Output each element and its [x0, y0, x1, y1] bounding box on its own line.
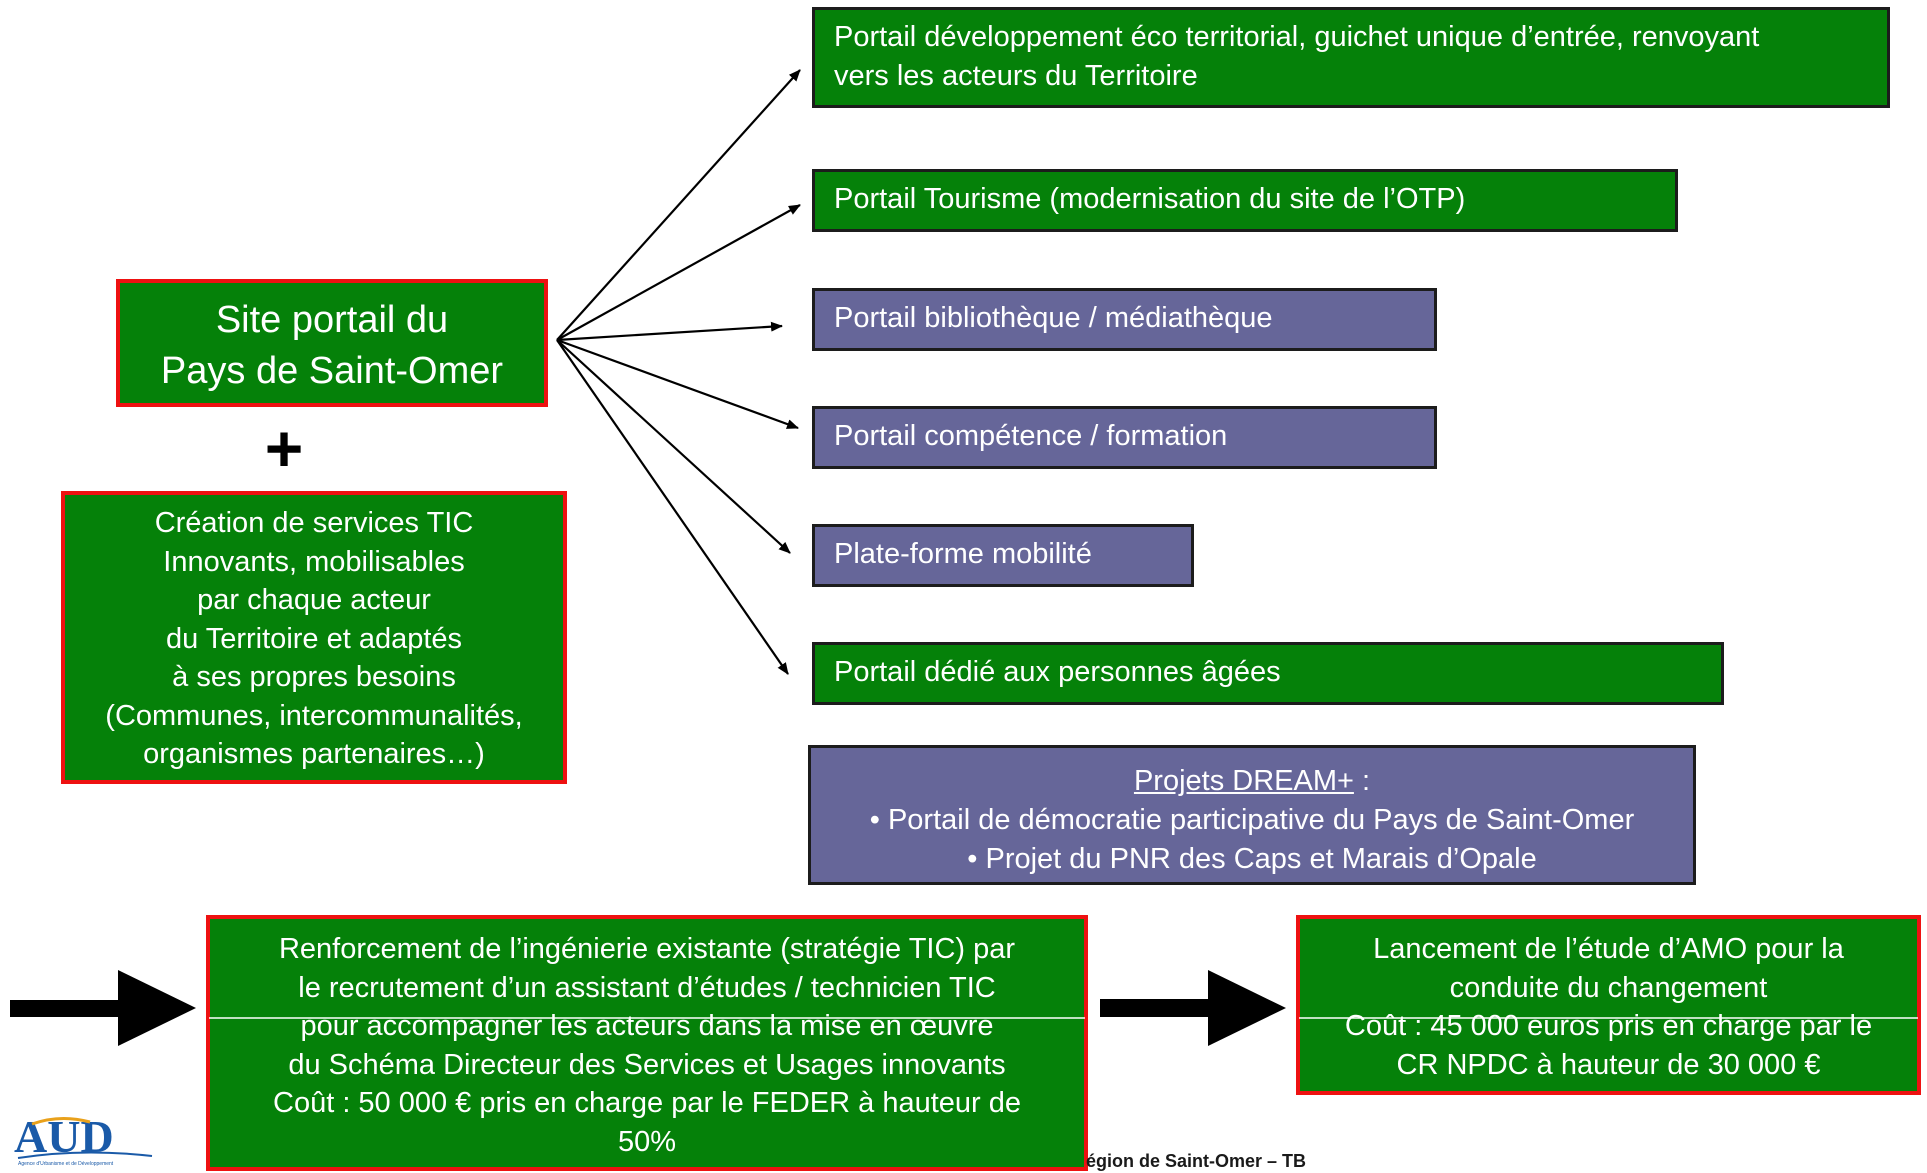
portal-competence: Portail compétence / formation — [812, 406, 1437, 469]
arrow-to-portal-tourisme — [556, 204, 801, 341]
thick-arrow-left — [10, 970, 196, 1046]
arrow-to-portal-bibliotheque — [556, 321, 783, 342]
portal-tourisme: Portail Tourisme (modernisation du site … — [812, 169, 1678, 232]
services-box: Création de services TIC Innovants, mobi… — [61, 491, 567, 784]
hub-box: Site portail du Pays de Saint-Omer — [116, 279, 548, 407]
dream-title: Projets DREAM+ — [1133, 765, 1354, 797]
portal-personnes-agees: Portail dédié aux personnes âgées — [812, 642, 1724, 705]
engineering-line-3: pour accompagner les acteurs dans la mis… — [300, 1010, 994, 1042]
dream-title-suffix: : — [1353, 765, 1371, 797]
services-line-3: par chaque acteur — [197, 584, 431, 616]
dream-item-2: • Projet du PNR des Caps et Marais d’Opa… — [967, 843, 1537, 875]
services-line-4: du Territoire et adaptés — [165, 622, 463, 655]
amo-study-box: Lancement de l’étude d’AMO pour la condu… — [1296, 915, 1921, 1095]
services-line-6: (Communes, intercommunalités, — [105, 699, 523, 732]
engineering-line-6: 50% — [617, 1125, 677, 1158]
engineering-line-2: le recrutement d’un assistant d’études /… — [298, 971, 996, 1004]
plus-symbol: + — [264, 411, 304, 485]
services-line-5: à ses propres besoins — [172, 661, 456, 693]
portal-competence-label: Portail compétence / formation — [834, 420, 1228, 452]
services-line-1: Création de services TIC — [154, 507, 474, 539]
engineering-line-4: du Schéma Directeur des Services et Usag… — [288, 1048, 1006, 1081]
plateforme-mobilite: Plate-forme mobilité — [812, 524, 1194, 587]
services-line-7: organismes partenaires…) — [143, 738, 485, 770]
dream-title-line: Projets DREAM+ : — [811, 762, 1693, 801]
portal-eco-line-2: vers les acteurs du Territoire — [834, 60, 1198, 92]
hub-title-line-2: Pays de Saint-Omer — [160, 350, 504, 392]
dream-projects-box: Projets DREAM+ : • Portail de démocratie… — [808, 745, 1696, 885]
aud-logo-graphic: AUD Agence d'Urbanisme et de Développeme… — [14, 1111, 153, 1167]
amo-line-2: conduite du changement — [1449, 971, 1768, 1004]
portal-eco-line-1: Portail développement éco territorial, g… — [834, 21, 1760, 53]
aud-logo: AUD Agence d'Urbanisme et de Développeme… — [12, 1111, 164, 1168]
portal-eco-territorial: Portail développement éco territorial, g… — [812, 7, 1890, 108]
fan-arrows — [556, 69, 801, 675]
engineering-line-5: Coût : 50 000 € pris en charge par le FE… — [273, 1087, 1021, 1119]
arrow-to-portal-competence — [556, 338, 799, 430]
aud-logo-subtitle: Agence d'Urbanisme et de Développement — [18, 1161, 114, 1167]
engineering-line-1: Renforcement de l’ingénierie existante (… — [278, 933, 1016, 965]
portal-personnes-agees-label: Portail dédié aux personnes âgées — [834, 656, 1281, 688]
thick-arrow-middle — [1100, 970, 1286, 1046]
hub-title-line-1: Site portail du — [215, 299, 449, 341]
amo-line-1: Lancement de l’étude d’AMO pour la — [1373, 933, 1844, 965]
portal-tourisme-label: Portail Tourisme (modernisation du site … — [834, 183, 1466, 215]
arrow-to-portal-personnes-agees — [556, 339, 789, 675]
arrow-to-plateforme-mobilite — [556, 339, 791, 554]
amo-line-4: CR NPDC à hauteur de 30 000 € — [1396, 1048, 1821, 1081]
amo-line-3: Coût : 45 000 euros pris en charge par l… — [1344, 1010, 1873, 1042]
engineering-box: Renforcement de l’ingénierie existante (… — [206, 915, 1088, 1171]
portal-bibliotheque-label: Portail bibliothèque / médiathèque — [834, 302, 1273, 334]
portal-bibliotheque: Portail bibliothèque / médiathèque — [812, 288, 1437, 351]
dream-item-1: • Portail de démocratie participative du… — [869, 804, 1635, 836]
arrow-to-portal-eco — [556, 69, 801, 341]
footer-text: égion de Saint-Omer – TB — [1086, 1151, 1307, 1171]
plateforme-mobilite-label: Plate-forme mobilité — [834, 538, 1092, 570]
services-line-2: Innovants, mobilisables — [163, 545, 465, 578]
